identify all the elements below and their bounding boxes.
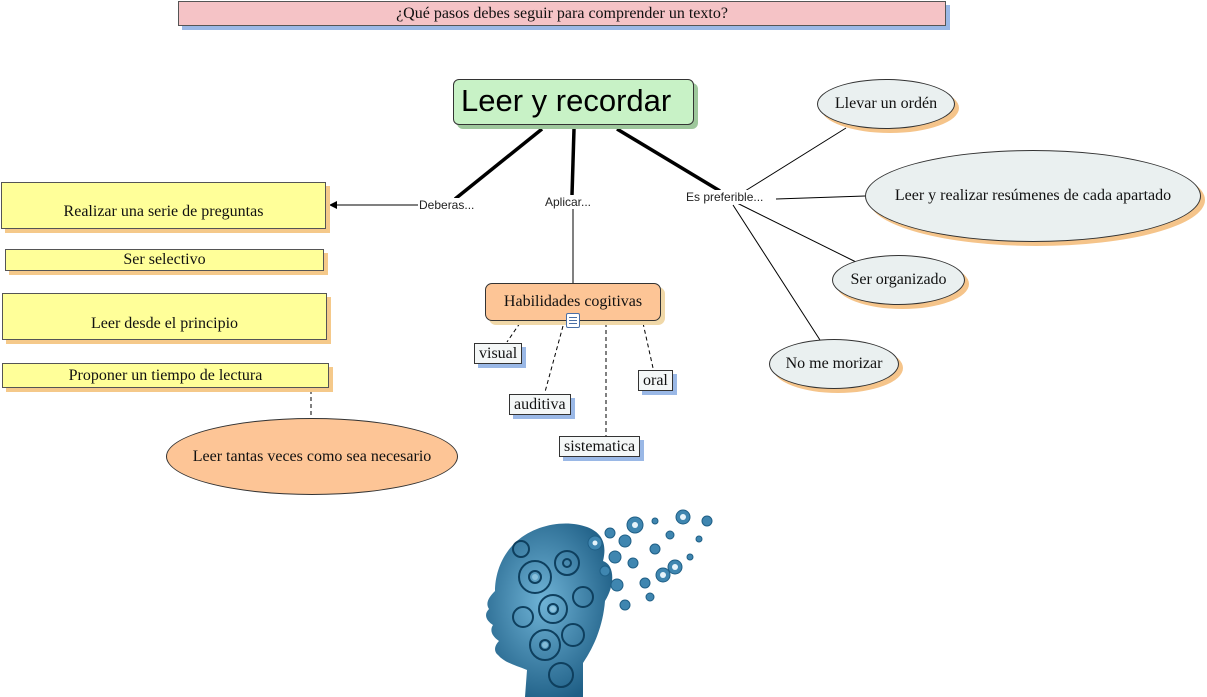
concept-ser-organizado[interactable]: Ser organizado — [832, 255, 965, 305]
link-pref-resumenes — [775, 195, 866, 200]
link-main-aplicar — [570, 128, 576, 196]
gear-head-illustration — [486, 509, 713, 697]
link-hab-oral — [642, 322, 654, 369]
link-label-preferible: Es preferible... — [685, 190, 765, 204]
concept-sistematica[interactable]: sistematica — [559, 436, 641, 457]
concept-auditiva[interactable]: auditiva — [509, 394, 571, 415]
link-pref-organizado — [736, 202, 857, 263]
document-icon[interactable] — [566, 313, 580, 328]
main-concept-node[interactable]: Leer y recordar — [453, 79, 694, 125]
link-pref-morizar — [732, 204, 821, 341]
link-main-preferible — [616, 127, 721, 193]
link-label-deberas: Deberas... — [418, 198, 476, 212]
link-label-aplicar: Aplicar... — [544, 195, 593, 209]
map-title: ¿Qué pasos debes seguir para comprender … — [178, 1, 946, 26]
concept-no-me-morizar[interactable]: No me morizar — [769, 339, 899, 389]
concept-realizar-preguntas[interactable]: Realizar una serie de preguntas — [1, 182, 326, 229]
link-hab-auditiva — [544, 325, 564, 393]
link-main-deberas — [453, 127, 544, 201]
concept-oral[interactable]: oral — [638, 370, 673, 391]
concept-leer-resumenes[interactable]: Leer y realizar resúmenes de cada aparta… — [865, 150, 1201, 242]
concept-leer-principio[interactable]: Leer desde el principio — [2, 293, 327, 340]
link-hab-visual — [506, 322, 521, 343]
concept-visual[interactable]: visual — [474, 343, 523, 364]
link-pref-orden — [736, 127, 847, 197]
concept-ser-selectivo[interactable]: Ser selectivo — [5, 249, 324, 271]
concept-proponer-tiempo[interactable]: Proponer un tiempo de lectura — [2, 363, 329, 388]
concept-leer-tantas-veces[interactable]: Leer tantas veces como sea necesario — [166, 418, 458, 495]
concept-llevar-orden[interactable]: Llevar un ordén — [817, 79, 955, 129]
